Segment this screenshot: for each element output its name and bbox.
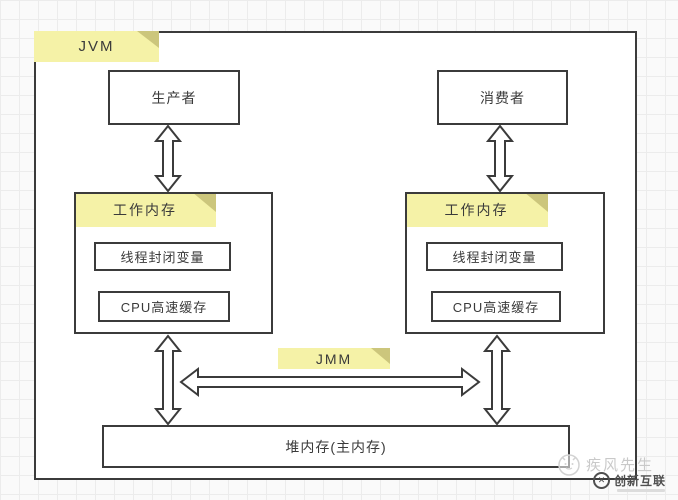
heap-memory-box: 堆内存(主内存) [102,425,570,468]
sticky-fold-icon [371,348,390,364]
working-memory-right-container [405,192,605,334]
consumer-box: 消费者 [437,70,568,125]
author-avatar-icon [558,454,580,476]
brand-logo-glyph: ✕ [597,475,606,485]
jvm-sticky-note: JVM [34,31,159,62]
jmm-sticky-note: JMM [278,348,390,369]
producer-box: 生产者 [108,70,240,125]
working-memory-left-container [74,192,273,334]
jmm-label: JMM [315,350,353,367]
cpu-cache-label: CPU高速缓存 [452,300,540,315]
consumer-label: 消费者 [480,89,525,106]
heap-memory-label: 堆内存(主内存) [285,438,387,455]
watermark-brand: ✕ 创新互联 [593,472,666,489]
brand-tagline-bar [617,489,665,492]
cpu-cache-box-left: CPU高速缓存 [98,291,230,322]
thread-confined-vars-label: 线程封闭变量 [120,250,205,265]
brand-name: 创新互联 [614,474,667,488]
cpu-cache-label: CPU高速缓存 [120,300,208,315]
brand-logo-icon: ✕ [593,472,610,489]
working-memory-left-title: 工作内存 [113,201,177,218]
working-memory-right-title: 工作内存 [444,201,509,218]
thread-confined-vars-box-left: 线程封闭变量 [94,242,231,271]
sticky-fold-icon [137,31,159,48]
author-name: 疾风先生 [586,456,655,474]
working-memory-right-sticky: 工作内存 [405,192,548,227]
jvm-label: JVM [78,38,115,55]
cpu-cache-box-right: CPU高速缓存 [431,291,561,322]
producer-label: 生产者 [151,89,197,106]
working-memory-left-sticky: 工作内存 [74,192,216,227]
thread-confined-vars-label: 线程封闭变量 [452,250,537,265]
thread-confined-vars-box-right: 线程封闭变量 [426,242,563,271]
watermark-author: 疾风先生 [556,451,654,477]
